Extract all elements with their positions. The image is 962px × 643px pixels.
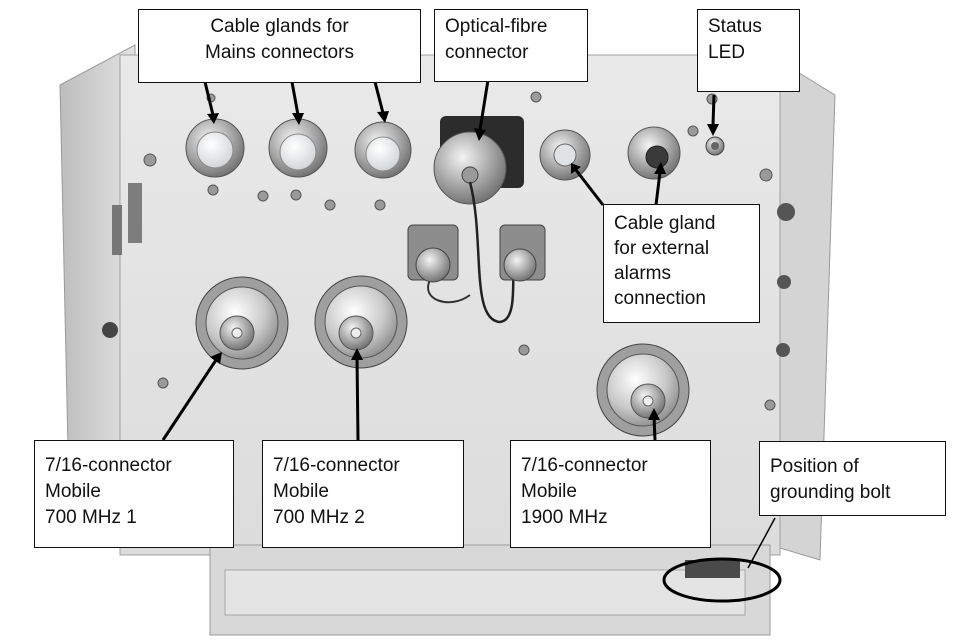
callout-text: for external — [614, 238, 710, 259]
grounding-bolt-ellipse — [662, 557, 782, 603]
callout-text: connector — [445, 42, 529, 63]
rf-connectors — [195, 275, 690, 437]
callout-text: Optical-fibre — [445, 16, 548, 37]
mains-gland-2 — [268, 118, 328, 178]
callout-text: grounding bolt — [770, 482, 891, 503]
status-led — [705, 136, 725, 156]
callout-grounding-bolt: Position of grounding bolt — [759, 441, 946, 516]
callout-cable-glands-mains: Cable glands for Mains connectors — [138, 9, 421, 83]
callout-text: 7/16-connector — [521, 455, 648, 476]
mains-gland-1 — [185, 118, 245, 178]
mains-cable-glands — [185, 118, 412, 179]
optical-fibre-connector — [427, 116, 524, 324]
grounding-bolt — [662, 557, 782, 603]
callout-text: Mains connectors — [205, 42, 354, 63]
callout-text: 700 MHz 2 — [273, 507, 365, 528]
callout-text: Mobile — [521, 481, 577, 502]
callout-text: Position of — [770, 456, 859, 477]
callout-text: 7/16-connector — [45, 455, 172, 476]
callout-status-led: Status LED — [697, 9, 800, 92]
callout-connector-1900: 7/16-connector Mobile 1900 MHz — [510, 440, 711, 548]
callout-cable-gland-alarms: Cable gland for external alarms connecti… — [603, 204, 760, 323]
mains-gland-3 — [354, 121, 412, 179]
callout-text: 7/16-connector — [273, 455, 400, 476]
callout-text: alarms — [614, 263, 672, 284]
callout-text: Mobile — [45, 481, 101, 502]
callout-text: Mobile — [273, 481, 329, 502]
callout-text: 700 MHz 1 — [45, 507, 137, 528]
callout-text: Cable gland — [614, 213, 716, 234]
callout-text: Status — [708, 16, 762, 37]
callout-optical-fibre: Optical-fibre connector — [434, 9, 588, 82]
leader-arrows — [161, 79, 776, 569]
callout-text: Cable glands for — [210, 16, 349, 37]
callout-text: 1900 MHz — [521, 507, 608, 528]
fibre-adapters — [407, 224, 546, 283]
rf-connector-700-1 — [195, 276, 289, 370]
callout-text: connection — [614, 288, 706, 309]
callout-connector-700-1: 7/16-connector Mobile 700 MHz 1 — [34, 440, 234, 548]
rf-connector-1900 — [596, 343, 690, 437]
rf-connector-700-2 — [314, 275, 408, 369]
callout-text: LED — [708, 42, 745, 63]
callout-connector-700-2: 7/16-connector Mobile 700 MHz 2 — [262, 440, 464, 548]
alarm-cable-glands — [539, 126, 681, 181]
